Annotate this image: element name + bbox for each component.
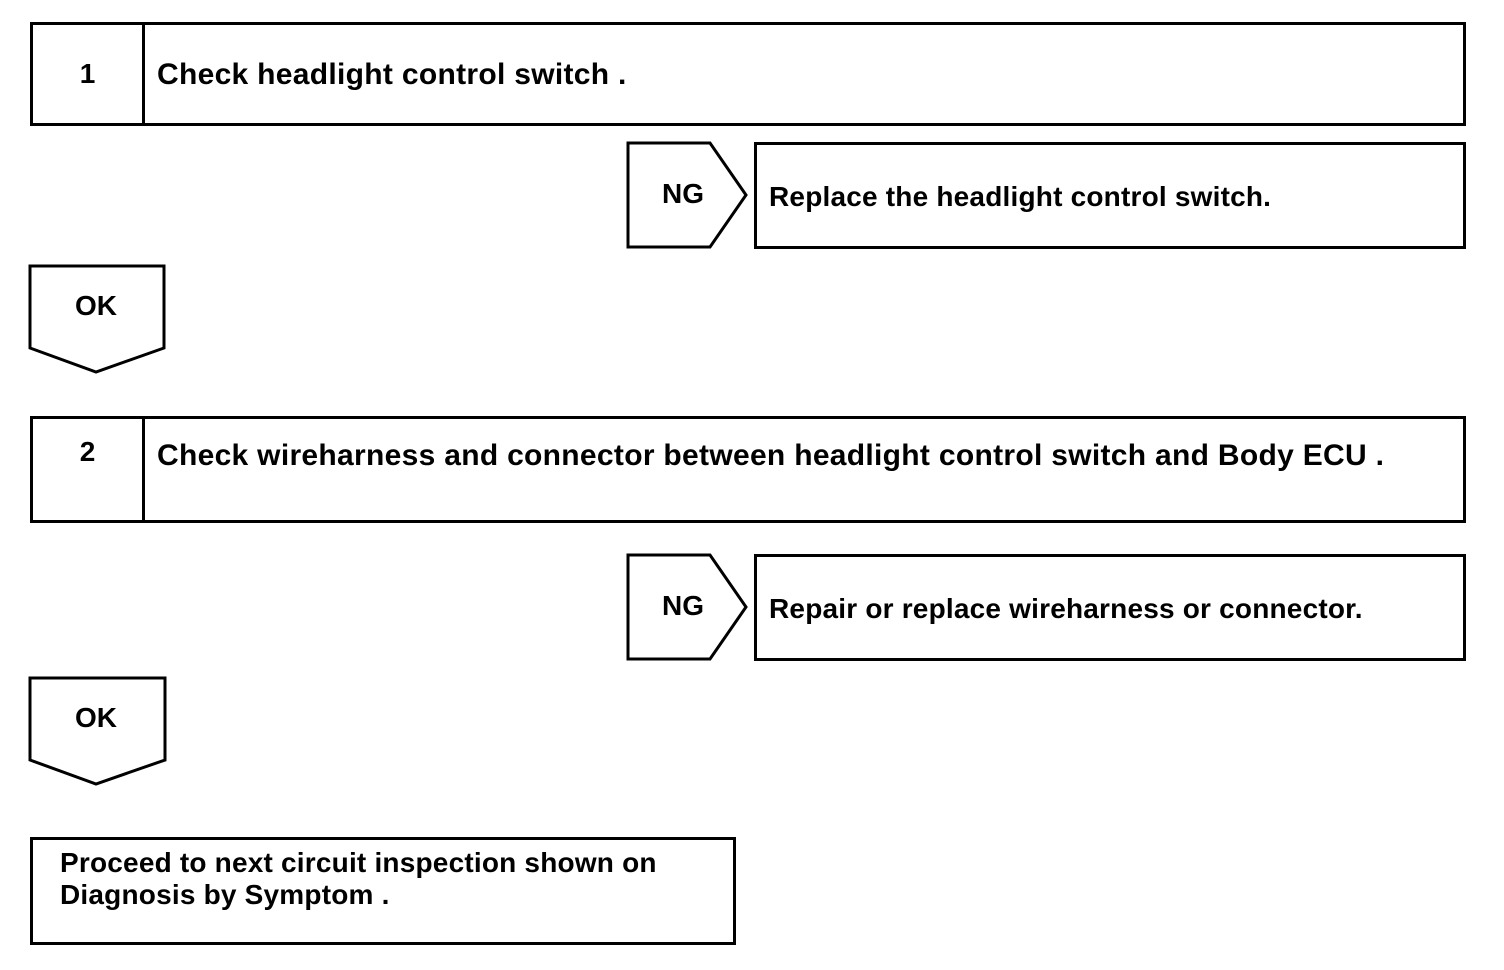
- step-1-ok-arrow: [28, 264, 166, 374]
- step-1-ng-label: NG: [662, 178, 704, 209]
- step-1-ng-arrow: [626, 141, 748, 249]
- step-2-ng-action-box: Repair or replace wireharness or connect…: [754, 554, 1466, 661]
- step-2-ng-arrow: [626, 553, 748, 661]
- step-1-ng-action-text: Replace the headlight control switch.: [769, 181, 1272, 212]
- step-2-ok-arrow: [28, 676, 167, 786]
- step-1-number: 1: [33, 25, 145, 123]
- step-2-ng-action-text: Repair or replace wireharness or connect…: [769, 593, 1363, 624]
- step-1-ng-action-box: Replace the headlight control switch.: [754, 142, 1466, 249]
- final-box: Proceed to next circuit inspection shown…: [30, 837, 736, 945]
- step-2-box: 2 Check wireharness and connector betwee…: [30, 416, 1466, 523]
- step-2-text: Check wireharness and connector between …: [157, 439, 1385, 472]
- step-2-ok-label: OK: [75, 702, 117, 733]
- step-1-box: 1 Check headlight control switch .: [30, 22, 1466, 126]
- step-2-ng-label: NG: [662, 590, 704, 621]
- step-1-text: Check headlight control switch .: [157, 58, 627, 91]
- step-2-number: 2: [33, 419, 145, 520]
- final-text: Proceed to next circuit inspection shown…: [60, 847, 657, 910]
- step-1-ok-label: OK: [75, 290, 117, 321]
